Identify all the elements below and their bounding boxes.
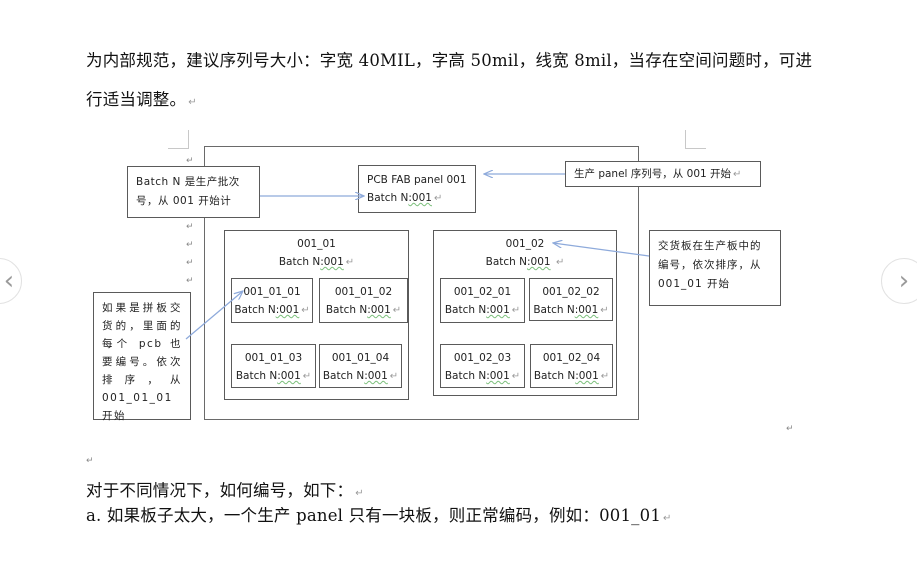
paragraph-mark-icon: ↵ bbox=[663, 513, 672, 524]
board-id: 001_02_02 bbox=[542, 286, 600, 298]
board-batch: Batch N:001↵ bbox=[234, 304, 310, 316]
board-id: 001_02_01 bbox=[453, 286, 512, 298]
paragraph-mark-icon: ↵ bbox=[786, 424, 794, 434]
next-page-button[interactable]: › bbox=[881, 258, 917, 304]
chevron-left-icon: ‹ bbox=[3, 266, 15, 296]
board-001-01-01: 001_01_01 Batch N:001↵ bbox=[231, 278, 313, 323]
paragraph-mark-icon: ↵ bbox=[186, 276, 194, 286]
paragraph-mark-icon: ↵ bbox=[186, 222, 194, 232]
pcb-fab-panel-title: PCB FAB panel 001 bbox=[367, 174, 467, 186]
board-001-02-02: 001_02_02 Batch N:001↵ bbox=[529, 278, 613, 321]
board-batch: Batch N:001↵ bbox=[444, 370, 521, 382]
chevron-right-icon: › bbox=[898, 266, 910, 296]
board-id: 001_01_03 bbox=[244, 352, 303, 364]
board-batch: Batch N:001↵ bbox=[533, 304, 609, 316]
paragraph-mark-icon: ↵ bbox=[355, 488, 364, 499]
paragraph-text: 对于不同情况下，如何编号，如下： bbox=[86, 481, 354, 500]
paragraph-spec-line2: 行适当调整。↵ bbox=[86, 89, 197, 114]
paragraph-text: a. 如果板子太大，一个生产 panel 只有一块板，则正常编码，例如：001_… bbox=[86, 506, 662, 525]
board-001-01-03: 001_01_03 Batch N:001↵ bbox=[231, 344, 316, 388]
panel-id: 001_01 bbox=[297, 238, 336, 250]
panel-serial-note-box: 生产 panel 序列号，从 001 开始↵ bbox=[565, 161, 761, 187]
board-id: 001_01_01 bbox=[243, 286, 301, 298]
board-001-02-01: 001_02_01 Batch N:001↵ bbox=[440, 278, 525, 323]
batch-note-text: Batch N 是生产批次号，从 001 开始计 bbox=[136, 176, 240, 207]
board-001-01-04: 001_01_04 Batch N:001↵ bbox=[319, 344, 402, 388]
crop-mark-right bbox=[685, 130, 706, 149]
paragraph-case-a: a. 如果板子太大，一个生产 panel 只有一块板，则正常编码，例如：001_… bbox=[86, 505, 672, 530]
board-id: 001_01_04 bbox=[331, 352, 390, 364]
panel-batch: Batch N:001 ↵ bbox=[485, 256, 565, 268]
panel-serial-note-text: 生产 panel 序列号，从 001 开始 bbox=[574, 168, 732, 180]
prev-page-button[interactable]: ‹ bbox=[0, 258, 22, 304]
board-id: 001_02_03 bbox=[453, 352, 512, 364]
delivery-note-text: 交货板在生产板中的编号，依次排序，从 001_01 开始 bbox=[658, 240, 762, 290]
board-batch: Batch N:001↵ bbox=[322, 370, 399, 382]
paragraph-mark-icon: ↵ bbox=[186, 156, 194, 166]
paragraph-text: 行适当调整。 bbox=[86, 90, 187, 109]
board-id: 001_02_04 bbox=[542, 352, 601, 364]
board-001-02-04: 001_02_04 Batch N:001↵ bbox=[530, 344, 613, 388]
board-batch: Batch N:001↵ bbox=[325, 304, 402, 316]
board-001-02-03: 001_02_03 Batch N:001↵ bbox=[440, 344, 525, 388]
panel-batch: Batch N:001↵ bbox=[278, 256, 355, 268]
paragraph-mark-icon: ↵ bbox=[86, 456, 94, 466]
crop-mark-left bbox=[168, 130, 189, 149]
board-batch: Batch N:001↵ bbox=[533, 370, 610, 382]
board-001-01-02: 001_01_02 Batch N:001↵ bbox=[319, 278, 408, 323]
pcb-note-text: 如果是拼板交货的，里面的每个 pcb 也要编号。依次排序，从 001_01_01… bbox=[102, 302, 182, 422]
paragraph-spec-line1: 为内部规范，建议序列号大小：字宽 40MIL，字高 50mil，线宽 8mil，… bbox=[86, 51, 813, 70]
paragraph-numbering-intro: 对于不同情况下，如何编号，如下：↵ bbox=[86, 480, 364, 505]
board-batch: Batch N:001↵ bbox=[235, 370, 312, 382]
panel-id: 001_02 bbox=[505, 238, 545, 250]
paragraph-mark-icon: ↵ bbox=[188, 97, 197, 108]
delivery-note-box: 交货板在生产板中的编号，依次排序，从 001_01 开始 bbox=[649, 230, 781, 306]
pcb-note-box: 如果是拼板交货的，里面的每个 pcb 也要编号。依次排序，从 001_01_01… bbox=[93, 292, 191, 422]
paragraph-mark-icon: ↵ bbox=[186, 258, 194, 268]
board-id: 001_01_02 bbox=[334, 286, 393, 298]
board-batch: Batch N:001↵ bbox=[444, 304, 521, 316]
pcb-fab-panel-box: PCB FAB panel 001 Batch N:001↵ bbox=[358, 165, 476, 213]
paragraph-mark-icon: ↵ bbox=[186, 240, 194, 250]
pcb-fab-panel-batch: Batch N:001↵ bbox=[367, 192, 443, 204]
batch-note-box: Batch N 是生产批次号，从 001 开始计 bbox=[127, 166, 260, 218]
production-panel-frame bbox=[204, 146, 639, 420]
